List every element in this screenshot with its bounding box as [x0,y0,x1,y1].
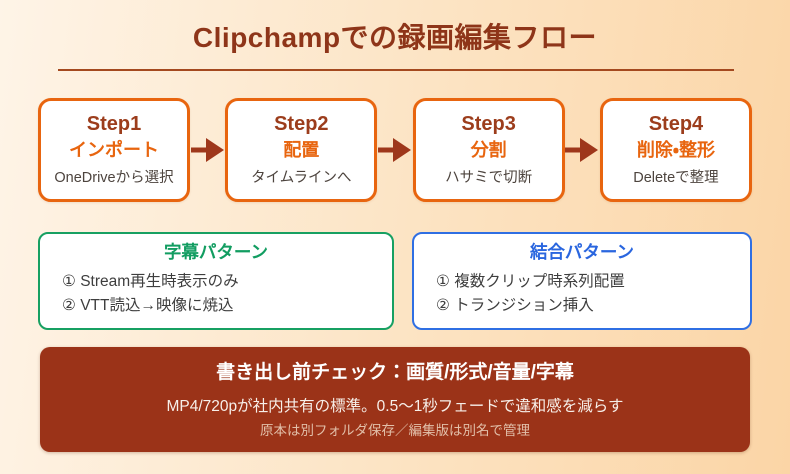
list-item: ① 複数クリップ時系列配置 [436,272,625,290]
step-detail: OneDriveから選択 [54,169,174,186]
list-item: ② VTT読込→映像に焼込 [62,296,234,314]
step-card-1: Step1 インポート OneDriveから選択 [38,98,190,202]
merge-pattern-card: 結合パターン ① 複数クリップ時系列配置 ② トランジション挿入 [412,232,752,330]
steps-row: Step1 インポート OneDriveから選択 Step2 配置 タイムライン… [38,98,752,202]
export-check-title: 書き出し前チェック：画質/形式/音量/字幕 [216,362,574,383]
step-number: Step2 [274,113,329,135]
step-card-2: Step2 配置 タイムラインへ [225,98,378,202]
step-detail: タイムラインへ [251,169,352,186]
step-action: 分割 [470,140,507,160]
list-item: ① Stream再生時表示のみ [62,272,239,290]
subtitle-pattern-card: 字幕パターン ① Stream再生時表示のみ ② VTT読込→映像に焼込 [38,232,394,330]
arrow-right-icon [190,135,225,165]
pattern-title: 結合パターン [529,242,635,262]
title-divider [58,69,734,71]
patterns-row: 字幕パターン ① Stream再生時表示のみ ② VTT読込→映像に焼込 結合パ… [38,232,752,330]
export-check-note: MP4/720pが社内共有の標準。0.5～1秒フェードで違和感を減らす [166,397,624,415]
step-number: Step1 [86,113,142,135]
step-number: Step3 [461,113,516,135]
step-action: 配置 [283,140,320,160]
step-number: Step4 [648,113,704,135]
step-action: 削除・整形 [636,140,715,160]
step-action: インポート [69,140,159,160]
step-detail: ハサミで切断 [445,169,533,186]
arrow-right-icon [377,135,412,165]
arrow-right-icon [565,135,599,165]
list-item: ② トランジション挿入 [436,296,594,314]
pattern-item-list: ① 複数クリップ時系列配置 ② トランジション挿入 [428,270,736,318]
step-card-4: Step4 削除・整形 Deleteで整理 [599,98,752,202]
page-title: Clipchampでの録画編集フロー [192,22,598,53]
export-check-banner: 書き出し前チェック：画質/形式/音量/字幕 MP4/720pが社内共有の標準。0… [40,347,750,452]
step-detail: Deleteで整理 [633,169,719,186]
pattern-title: 字幕パターン [163,242,269,262]
pattern-item-list: ① Stream再生時表示のみ ② VTT読込→映像に焼込 [54,270,378,318]
step-card-3: Step3 分割 ハサミで切断 [412,98,565,202]
export-check-subnote: 原本は別フォルダ保存／編集版は別名で管理 [260,423,530,439]
